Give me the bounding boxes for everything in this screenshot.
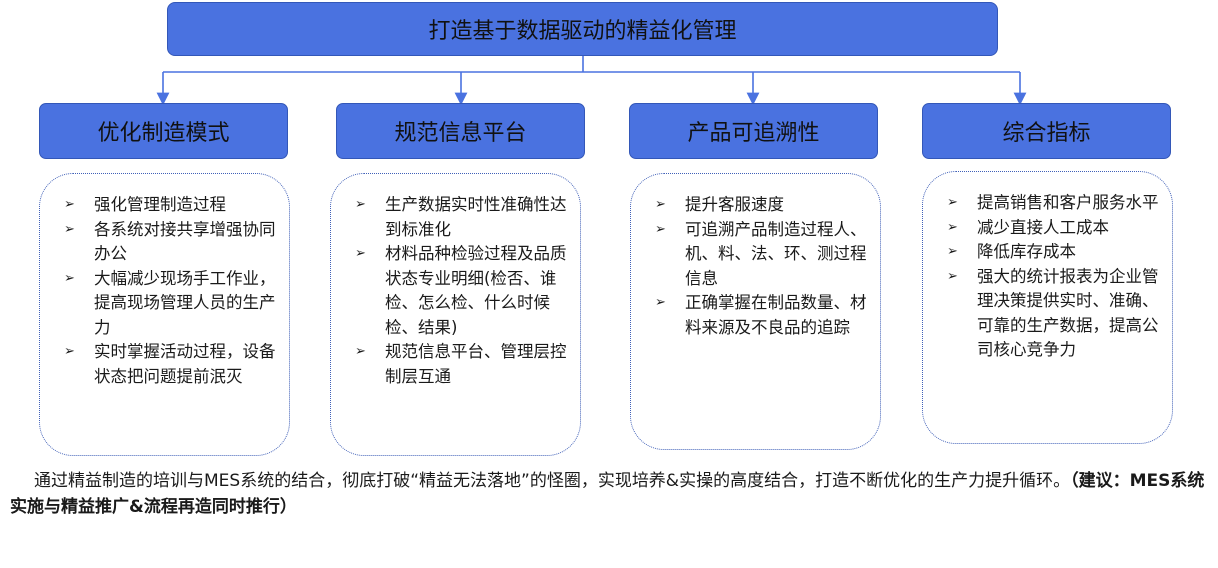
list-item: ➢材料品种检验过程及品质状态专业明细(检否、谁检、怎么检、什么时候检、结果) [355, 244, 567, 337]
detail-list-4: ➢提高销售和客户服务水平 ➢减少直接人工成本 ➢降低库存成本 ➢强大的统计报表为… [947, 191, 1162, 363]
list-item: ➢各系统对接共享增强协同办公 [64, 219, 276, 264]
detail-list-3: ➢提升客服速度 ➢可追溯产品制造过程人、机、料、法、环、测过程信息 ➢正确掌握在… [655, 193, 870, 340]
detail-list-2: ➢生产数据实时性准确性达到标准化 ➢材料品种检验过程及品质状态专业明细(检否、谁… [355, 193, 570, 389]
detail-box-4: ➢提高销售和客户服务水平 ➢减少直接人工成本 ➢降低库存成本 ➢强大的统计报表为… [922, 171, 1173, 444]
arrow-bullet-icon: ➢ [655, 221, 666, 237]
connector-lines [156, 56, 1027, 106]
list-item: ➢实时掌握活动过程，设备状态把问题提前泯灭 [64, 342, 276, 386]
summary-suggestion: （建议：MES系统实施与精益推广&流程再造同时推行） [10, 471, 1205, 517]
category-title-1: 优化制造模式 [97, 121, 230, 146]
category-box-3: 产品可追溯性 [629, 103, 878, 159]
list-item: ➢大幅减少现场手工作业，提高现场管理人员的生产力 [64, 268, 276, 337]
detail-box-1: ➢强化管理制造过程 ➢各系统对接共享增强协同办公 ➢大幅减少现场手工作业，提高现… [39, 173, 290, 456]
list-item: ➢生产数据实时性准确性达到标准化 [355, 195, 567, 239]
detail-box-3: ➢提升客服速度 ➢可追溯产品制造过程人、机、料、法、环、测过程信息 ➢正确掌握在… [630, 173, 881, 450]
list-item: ➢正确掌握在制品数量、材料来源及不良品的追踪 [655, 293, 867, 337]
arrow-bullet-icon: ➢ [64, 270, 75, 286]
arrow-bullet-icon: ➢ [947, 268, 958, 284]
list-item: ➢强化管理制造过程 [64, 193, 279, 218]
summary-paragraph: 通过精益制造的培训与MES系统的结合，彻底打破“精益无法落地”的怪圈，实现培养&… [10, 468, 1210, 520]
arrow-bullet-icon: ➢ [355, 344, 366, 359]
arrow-bullet-icon: ➢ [655, 295, 666, 310]
detail-list-1: ➢强化管理制造过程 ➢各系统对接共享增强协同办公 ➢大幅减少现场手工作业，提高现… [64, 193, 279, 389]
list-item: ➢降低库存成本 [947, 240, 1162, 265]
category-title-3: 产品可追溯性 [687, 121, 820, 146]
category-title-4: 综合指标 [1002, 121, 1091, 146]
list-item: ➢提高销售和客户服务水平 [947, 191, 1162, 216]
arrow-bullet-icon: ➢ [64, 344, 75, 359]
arrow-bullet-icon: ➢ [64, 221, 75, 237]
list-item: ➢规范信息平台、管理层控制层互通 [355, 342, 567, 386]
category-box-4: 综合指标 [922, 103, 1171, 159]
arrow-bullet-icon: ➢ [947, 219, 958, 235]
list-item: ➢提升客服速度 [655, 193, 870, 218]
detail-box-2: ➢生产数据实时性准确性达到标准化 ➢材料品种检验过程及品质状态专业明细(检否、谁… [330, 173, 581, 456]
category-box-2: 规范信息平台 [336, 103, 585, 159]
arrow-bullet-icon: ➢ [655, 197, 666, 212]
arrow-bullet-icon: ➢ [355, 197, 366, 212]
category-box-1: 优化制造模式 [39, 103, 288, 159]
root-title-box: 打造基于数据驱动的精益化管理 [167, 2, 998, 56]
arrow-bullet-icon: ➢ [947, 195, 958, 210]
arrow-bullet-icon: ➢ [947, 244, 958, 259]
arrow-bullet-icon: ➢ [355, 246, 366, 261]
list-item: ➢减少直接人工成本 [947, 216, 1162, 241]
list-item: ➢可追溯产品制造过程人、机、料、法、环、测过程信息 [655, 219, 867, 288]
root-title: 打造基于数据驱动的精益化管理 [428, 19, 737, 44]
list-item: ➢强大的统计报表为企业管理决策提供实时、准确、可靠的生产数据，提高公司核心竞争力 [947, 266, 1159, 360]
arrow-bullet-icon: ➢ [64, 197, 75, 212]
category-title-2: 规范信息平台 [394, 121, 527, 146]
summary-text: 通过精益制造的培训与MES系统的结合，彻底打破“精益无法落地”的怪圈，实现培养&… [34, 471, 1071, 491]
